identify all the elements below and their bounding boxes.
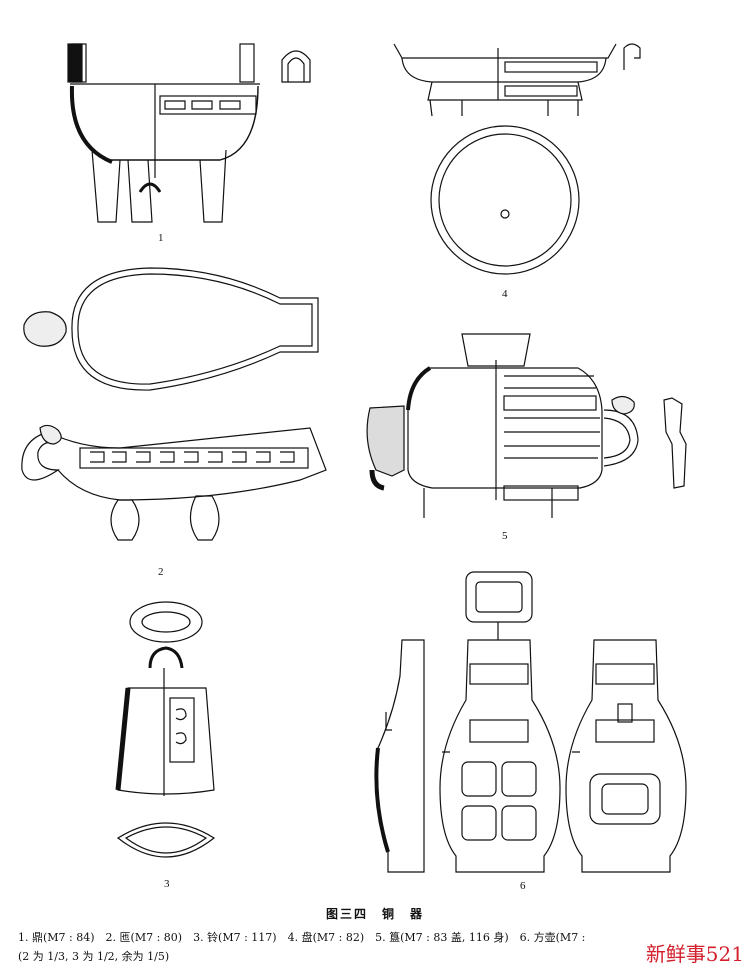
figure-label-2: 2 [158,566,164,578]
ling-bell-drawing [115,601,216,858]
pan-vessel-drawing [393,43,641,275]
figure-label-5: 5 [502,530,508,542]
figure-label-1: 1 [158,232,164,244]
caption-line-2: (2 为 1/3, 3 为 1/2, 余为 1/5) [18,950,170,963]
figure-label-3: 3 [164,878,170,890]
caption-line-1: 1. 鼎(M7 : 84) 2. 匜(M7 : 80) 3. 铃(M7 : 11… [18,931,586,944]
figure-label-4: 4 [502,288,508,300]
yi-vessel-drawing [21,267,327,541]
figure-title: 图三四 铜 器 [325,907,424,921]
figure-caption: 1. 鼎(M7 : 84) 2. 匜(M7 : 80) 3. 铃(M7 : 11… [18,928,618,966]
fanghu-vessel-drawing [374,571,687,873]
figure-label-6: 6 [520,880,526,892]
gui-vessel-drawing [366,333,687,518]
watermark: 新鲜事521 [645,942,744,966]
ding-vessel-drawing [67,43,311,223]
